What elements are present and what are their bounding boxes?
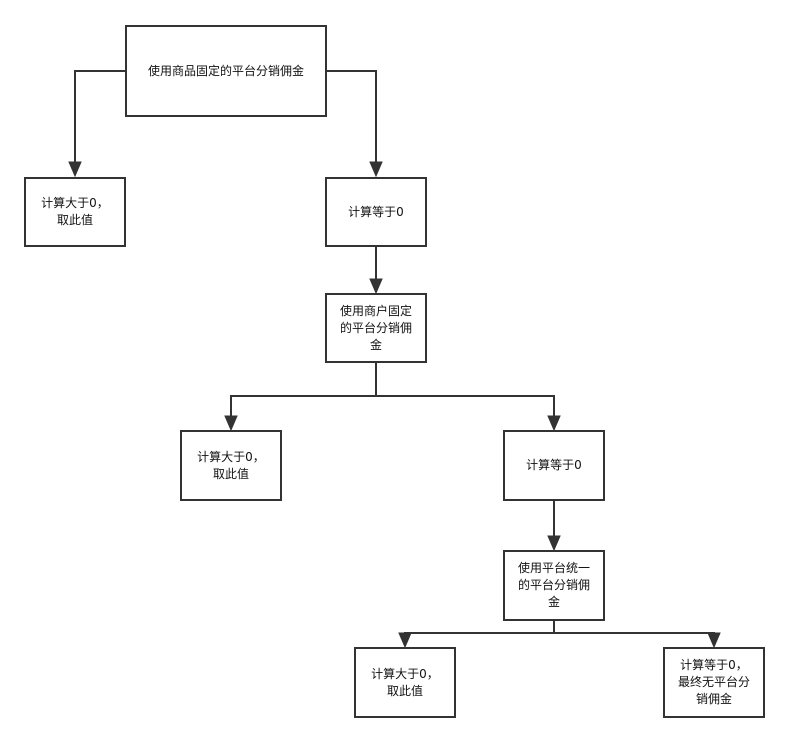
- node-commodity-fixed-commission: 使用商品固定的平台分销佣金: [125, 25, 327, 117]
- node-label: 计算等于0: [526, 458, 582, 472]
- node-greater-than-zero-3: 计算大于0， 取此值: [354, 647, 456, 718]
- arrowhead-n3: [369, 161, 383, 178]
- connector-n4-n6: [376, 395, 555, 419]
- node-label: 计算大于0， 取此值: [371, 666, 439, 698]
- arrowhead-n7: [547, 535, 561, 552]
- node-equals-zero-2: 计算等于0: [503, 430, 605, 501]
- connector-n1-n3: [326, 70, 377, 165]
- arrowhead-n6: [547, 415, 561, 432]
- node-label: 使用平台统一 的平台分销佣 金: [517, 561, 590, 609]
- node-label: 使用商品固定的平台分销佣金: [147, 63, 304, 78]
- connector-n1-n2: [74, 70, 125, 165]
- node-final-no-commission: 计算等于0， 最终无平台分 销佣金: [663, 647, 765, 718]
- node-greater-than-zero-1: 计算大于0， 取此值: [24, 177, 126, 247]
- node-label: 计算等于0， 最终无平台分 销佣金: [677, 658, 750, 706]
- connector-n7-n9: [554, 632, 715, 636]
- arrowhead-n8: [398, 632, 412, 649]
- arrowhead-n5: [224, 415, 238, 432]
- connector-n4-n5: [230, 395, 376, 419]
- node-equals-zero-1: 计算等于0: [325, 177, 427, 247]
- node-merchant-fixed-commission: 使用商户固定 的平台分销佣 金: [325, 293, 427, 363]
- node-platform-unified-commission: 使用平台统一 的平台分销佣 金: [503, 550, 605, 621]
- node-label: 计算大于0， 取此值: [197, 449, 265, 481]
- node-label: 计算大于0， 取此值: [41, 196, 109, 227]
- node-label: 计算等于0: [348, 204, 404, 219]
- arrowhead-n4: [369, 278, 383, 295]
- arrowhead-n2: [68, 161, 82, 178]
- node-label: 使用商户固定 的平台分销佣 金: [339, 303, 412, 352]
- connector-n7-n8: [404, 632, 554, 636]
- node-greater-than-zero-2: 计算大于0， 取此值: [180, 430, 282, 501]
- arrowhead-n9: [707, 632, 721, 649]
